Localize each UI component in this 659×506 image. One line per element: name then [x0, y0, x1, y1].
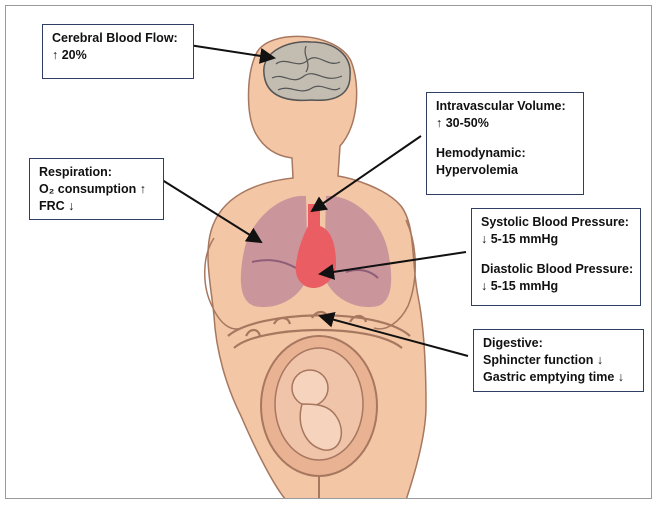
intravascular-volume-box: Intravascular Volume: ↑ 30-50% Hemodynam… — [426, 92, 584, 195]
systolic-value: ↓ 5-15 mmHg — [481, 231, 631, 248]
diagram-frame: Cerebral Blood Flow: ↑ 20% Intravascular… — [5, 5, 652, 499]
intravascular-value: ↑ 30-50% — [436, 115, 574, 132]
cerebral-value: ↑ 20% — [52, 47, 184, 64]
cerebral-blood-flow-box: Cerebral Blood Flow: ↑ 20% — [42, 24, 194, 79]
intravascular-title: Intravascular Volume: — [436, 98, 574, 115]
digestive-box: Digestive: Sphincter function ↓ Gastric … — [473, 329, 644, 392]
sphincter-function: Sphincter function ↓ — [483, 352, 634, 369]
respiration-title: Respiration: — [39, 164, 154, 181]
digestive-title: Digestive: — [483, 335, 634, 352]
brain-icon — [264, 42, 350, 101]
gastric-emptying: Gastric emptying time ↓ — [483, 369, 634, 386]
respiration-box: Respiration: O₂ consumption ↑ FRC ↓ — [29, 158, 164, 220]
diastolic-title: Diastolic Blood Pressure: — [481, 261, 631, 278]
hemodynamic-value: Hypervolemia — [436, 162, 574, 179]
cerebral-title: Cerebral Blood Flow: — [52, 30, 184, 47]
systolic-title: Systolic Blood Pressure: — [481, 214, 631, 231]
o2-consumption: O₂ consumption ↑ — [39, 181, 154, 198]
diastolic-value: ↓ 5-15 mmHg — [481, 278, 631, 295]
blood-pressure-box: Systolic Blood Pressure: ↓ 5-15 mmHg Dia… — [471, 208, 641, 306]
frc: FRC ↓ — [39, 198, 154, 215]
hemodynamic-title: Hemodynamic: — [436, 145, 574, 162]
